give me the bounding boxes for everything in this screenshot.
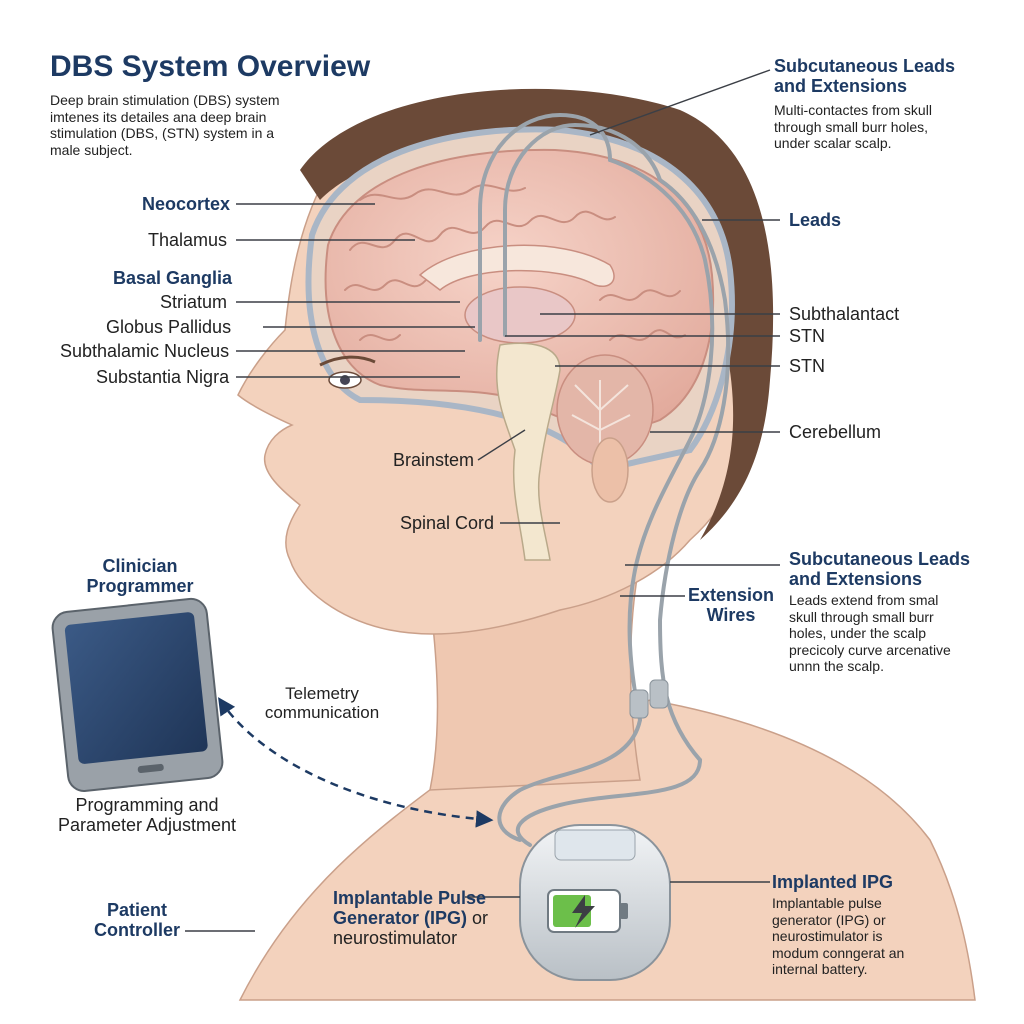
label-line: Patient [106, 900, 167, 920]
heading-implanted-ipg: Implanted IPG [772, 872, 894, 892]
intro-text: Deep brain stimulation (DBS) system imte… [50, 92, 280, 158]
desc-implanted-ipg: Implantable pulse generator (IPG) or neu… [772, 895, 904, 978]
label-patient-controller: Patient Controller [82, 900, 192, 940]
heading-line: Subcutaneous Leads [774, 56, 956, 76]
leader-lines [185, 69, 780, 932]
page-title: DBS System Overview [50, 50, 371, 83]
desc-line: unnn the scalp. [789, 658, 884, 675]
dbs-leads [478, 112, 731, 762]
desc-line: Leads extend from smal [789, 592, 939, 608]
intro-line: Deep brain stimulation (DBS) system [50, 92, 280, 108]
desc-line: under scalar scalp. [774, 135, 892, 152]
label-brainstem: Brainstem [393, 450, 475, 470]
label-stn-2: STN [789, 356, 825, 376]
cerebellum-arbor [571, 380, 631, 450]
label-line: Generator (IPG) [333, 908, 468, 929]
heading-line: Subcutaneous Leads [789, 549, 971, 569]
heading-subcutaneous-top: Subcutaneous Leads and Extensions [774, 56, 955, 96]
desc-line: Implantable pulse [772, 895, 882, 911]
intro-line: stimulation (DBS, (STN) system in a [50, 125, 275, 142]
desc-line: skull through small burr [789, 608, 934, 625]
desc-subcutaneous-top: Multi-contactes from skull through small… [774, 102, 932, 152]
extension-wires [497, 718, 702, 847]
label-leads: Leads [789, 210, 842, 230]
label-extension-wires: Extension Wires [686, 585, 776, 625]
desc-line: modum conngerat an [772, 944, 905, 961]
intro-line: male subject. [50, 141, 133, 158]
label-line: Implantable Pulse [333, 888, 487, 908]
intro-line: imtenes its detailes ana deep brain [50, 108, 267, 125]
desc-line: through small burr holes, [774, 118, 929, 135]
label-clinician-programmer: Clinician Programmer [80, 556, 200, 596]
desc-line: neurostimulator is [772, 928, 883, 945]
label-line: Programmer [86, 576, 194, 597]
label-ipg: Implantable Pulse Generator (IPG) or neu… [333, 888, 488, 948]
label-line: Parameter Adjustment [57, 815, 237, 836]
label-spinal-cord: Spinal Cord [400, 513, 495, 533]
corpus-callosum [418, 244, 615, 291]
label-subthalamic-nucleus: Subthalamic Nucleus [60, 341, 230, 361]
heading-subcutaneous-mid: Subcutaneous Leads and Extensions [789, 549, 970, 589]
ear [591, 437, 629, 503]
label-neocortex: Neocortex [142, 194, 231, 214]
desc-line: internal battery. [772, 961, 868, 978]
desc-line: Multi-contactes from skull [774, 102, 932, 118]
desc-subcutaneous-mid: Leads extend from smal skull through sma… [789, 592, 951, 675]
label-globus-pallidus: Globus Pallidus [106, 317, 232, 337]
desc-line: precicoly curve arcenative [789, 641, 951, 658]
heading-line: and Extensions [789, 569, 923, 590]
clinician-tablet [51, 597, 224, 792]
label-subthalantact: Subthalantact [789, 304, 900, 324]
desc-line: generator (IPG) or [772, 911, 886, 928]
label-telemetry: Telemetry communication [262, 684, 382, 722]
desc-line: holes, under the scalp [789, 625, 926, 642]
label-line: Controller [93, 920, 180, 941]
label-stn-1: STN [789, 326, 825, 346]
label-programming: Programming and Parameter Adjustment [52, 795, 242, 835]
heading-line: and Extensions [774, 76, 908, 97]
label-line: Programming and [75, 795, 219, 815]
telemetry-arrow [218, 697, 494, 828]
label-cerebellum: Cerebellum [789, 422, 882, 442]
label-line: Telemetry [285, 684, 359, 703]
label-line: Wires [706, 605, 756, 626]
label-suffix: or [467, 908, 489, 929]
label-basal-ganglia: Basal Ganglia [113, 268, 233, 288]
label-substantia-nigra: Substantia Nigra [96, 367, 230, 387]
label-line: neurostimulator [333, 928, 458, 949]
label-line: Clinician [102, 556, 178, 576]
label-line: Extension [687, 585, 775, 605]
label-thalamus: Thalamus [148, 230, 228, 250]
label-line: communication [264, 703, 380, 723]
label-striatum: Striatum [160, 292, 228, 312]
ipg-device [519, 824, 671, 981]
